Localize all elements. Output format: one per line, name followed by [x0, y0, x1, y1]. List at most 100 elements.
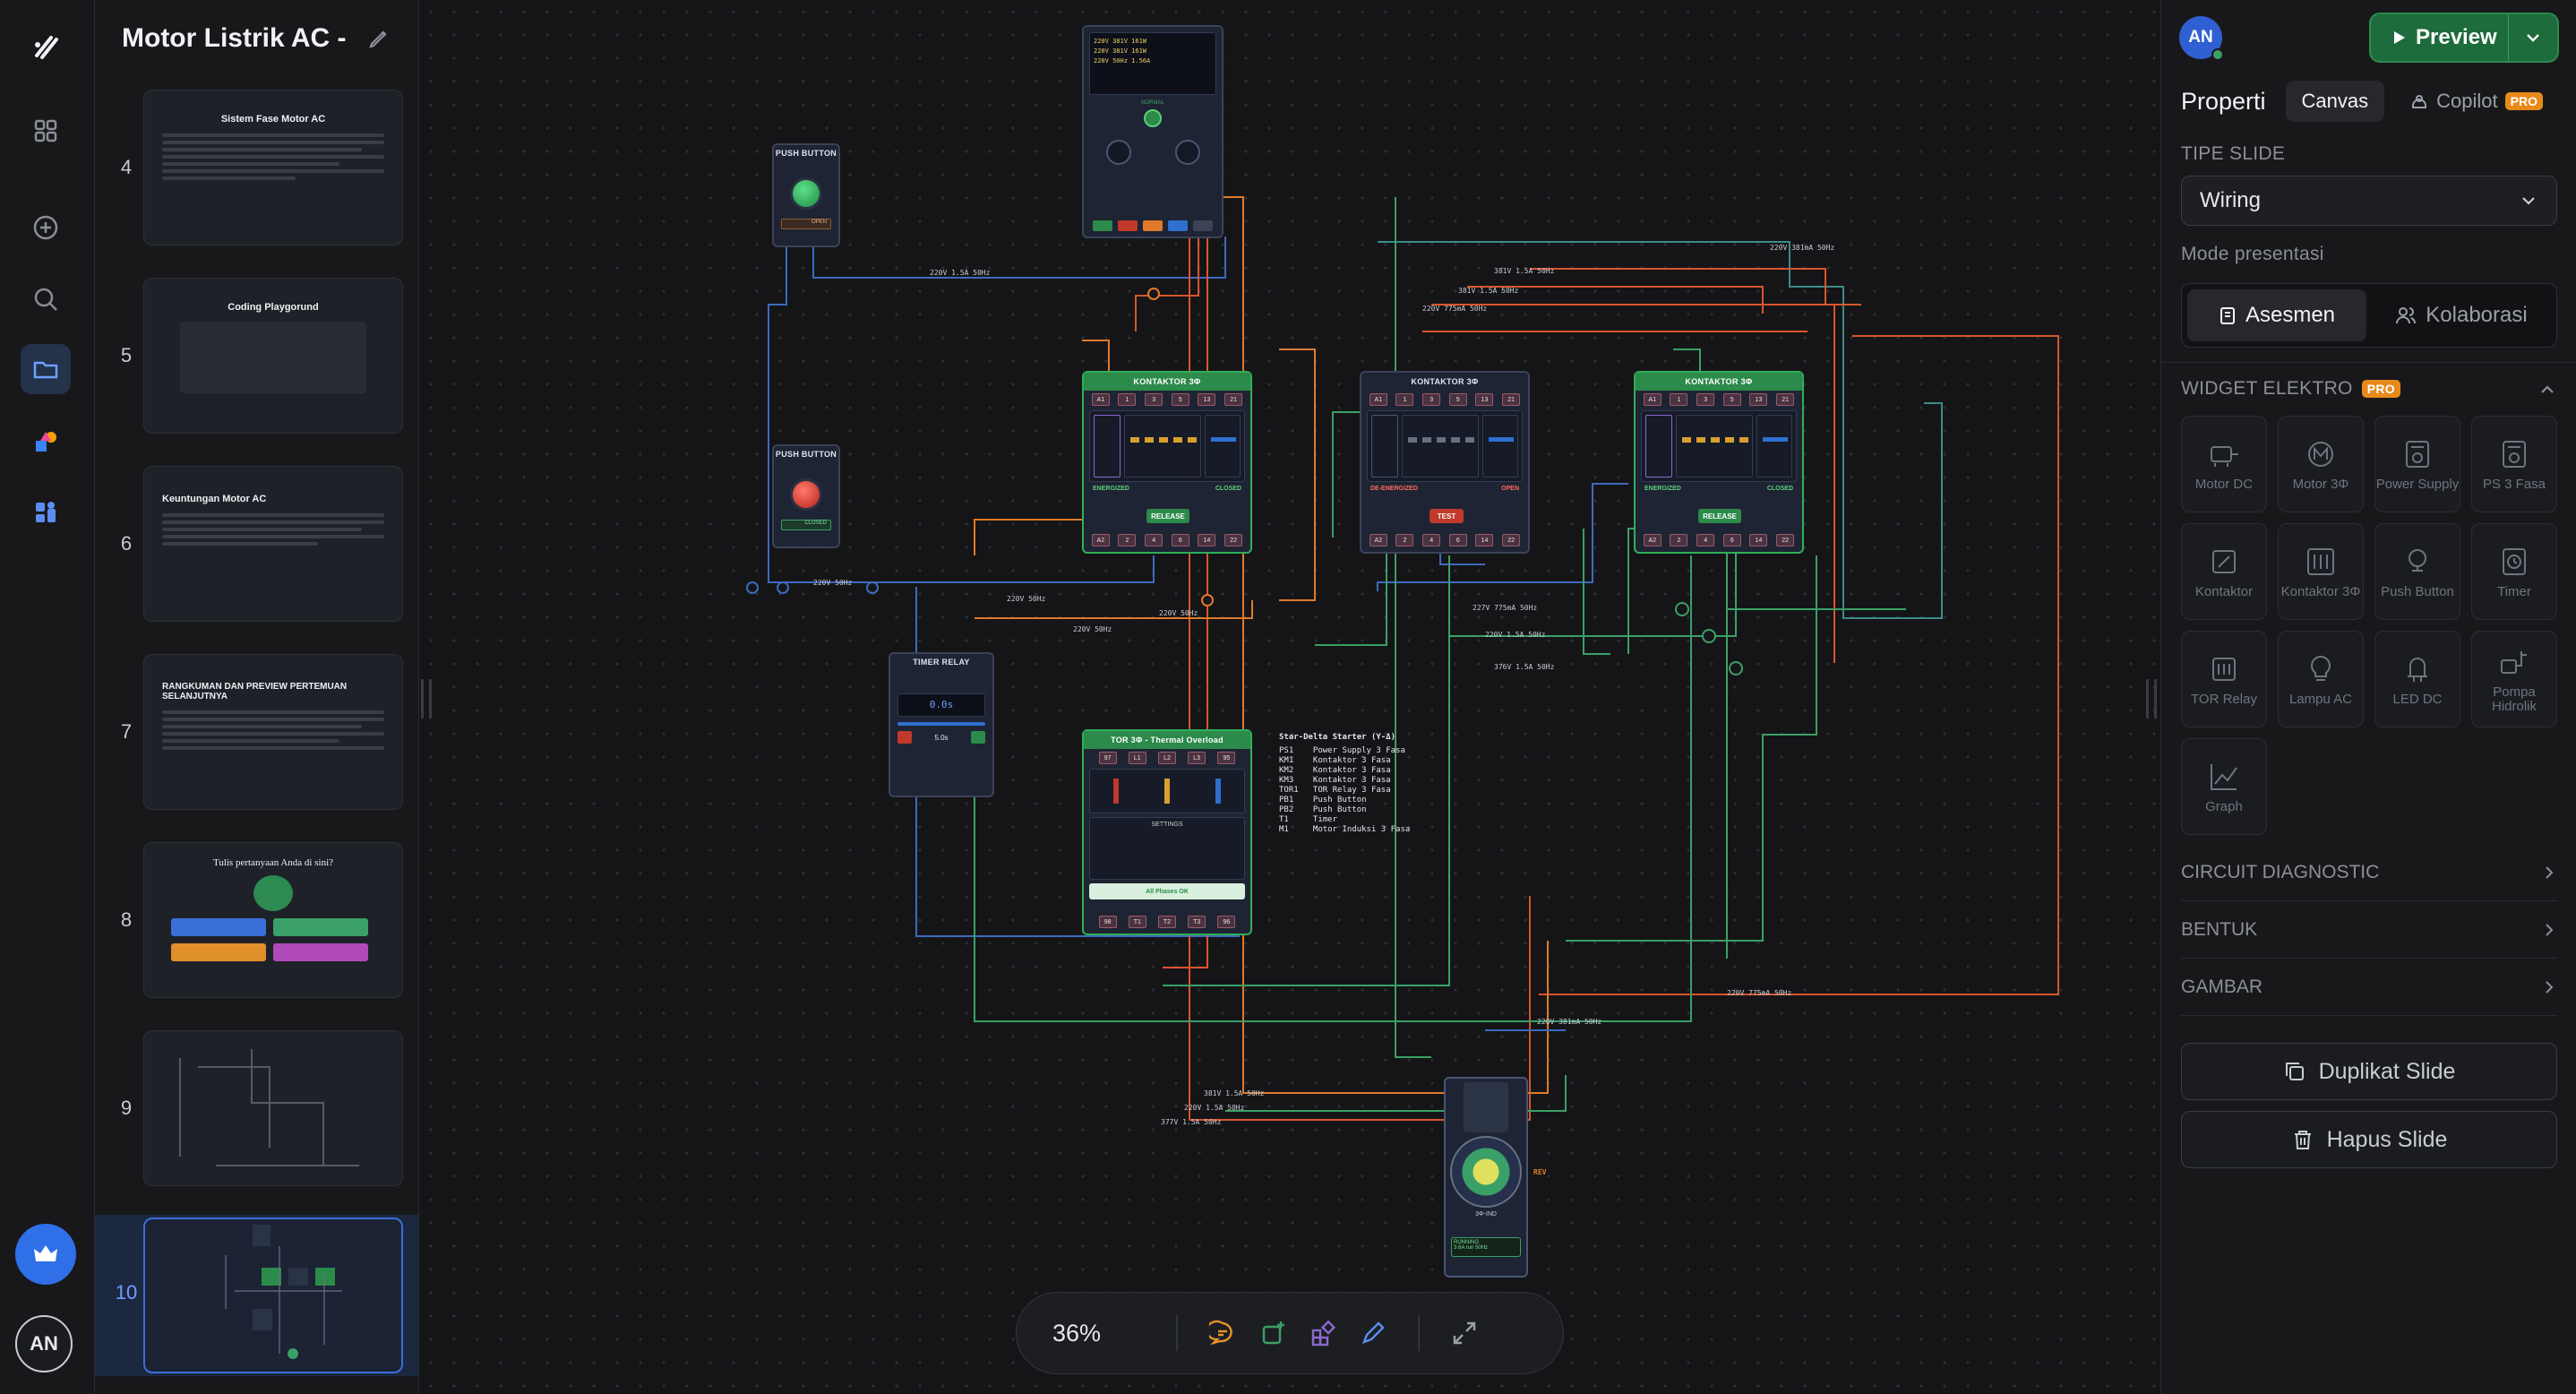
widget-motor-dc[interactable]: Motor DC [2181, 416, 2267, 512]
widget-title: PUSH BUTTON [775, 450, 837, 459]
grid-icon[interactable] [21, 106, 71, 156]
section-gambar[interactable]: GAMBAR [2181, 959, 2557, 1016]
right-panel-resize-handle[interactable] [2146, 679, 2157, 719]
preview-button[interactable]: Preview [2369, 13, 2559, 63]
tab-canvas[interactable]: Canvas [2285, 81, 2385, 122]
slide-thumb-8[interactable]: 8 Tulis pertanyaan Anda di sini? [95, 842, 418, 1000]
components-icon[interactable] [1298, 1308, 1348, 1358]
mode-collaboration[interactable]: Kolaborasi [2372, 289, 2551, 341]
slide-number: 5 [120, 344, 133, 366]
lamp-ac-icon [2311, 655, 2331, 681]
widget-title: PUSH BUTTON [775, 149, 837, 158]
zoom-level[interactable]: 36% [1052, 1319, 1102, 1347]
timer-increase-button[interactable] [971, 731, 985, 744]
widget-title: KONTAKTOR 3Φ [1084, 373, 1250, 391]
section-circuit-diagnostic[interactable]: CIRCUIT DIAGNOSTIC [2181, 844, 2557, 901]
delete-slide-button[interactable]: Hapus Slide [2181, 1111, 2557, 1168]
voltage-knob-icon[interactable] [1105, 140, 1131, 165]
push-button-2-widget[interactable]: PUSH BUTTON CLOSED [772, 444, 840, 548]
tor-status: All Phases OK [1089, 883, 1245, 899]
mode-label: Mode presentasi [2181, 244, 2324, 264]
tor-settings: SETTINGS [1089, 817, 1245, 880]
timer-icon [2503, 548, 2526, 575]
slide-preview: RANGKUMAN DAN PREVIEW PERTEMUAN SELANJUT… [143, 654, 403, 810]
widgets-icon[interactable] [21, 487, 71, 538]
add-circle-icon[interactable] [21, 202, 71, 253]
crown-icon[interactable] [15, 1224, 76, 1285]
contactor-test-button[interactable]: TEST [1430, 509, 1464, 523]
power-supply-widget[interactable]: 220V 381V 161W 220V 381V 161W 220V 50Hz … [1082, 25, 1224, 238]
widget-lamp-ac[interactable]: Lampu AC [2278, 631, 2364, 727]
slide-thumb-7[interactable]: 7 RANGKUMAN DAN PREVIEW PERTEMUAN SELANJ… [95, 654, 418, 812]
wire-label: 381V 1.5A 50Hz [1458, 287, 1519, 295]
app-logo-icon[interactable] [21, 22, 71, 72]
widget-timer[interactable]: Timer [2471, 523, 2557, 620]
legend-item: KM1 Kontaktor 3 Fasa [1279, 756, 1391, 765]
pen-icon[interactable] [1348, 1308, 1398, 1358]
slide-thumb-4[interactable]: 4 Sistem Fase Motor AC [95, 90, 418, 247]
mode-assessment[interactable]: Asesmen [2187, 289, 2366, 341]
power-switch-icon[interactable] [1144, 109, 1162, 127]
slide-thumb-5[interactable]: 5 Coding Playgorund [95, 278, 418, 435]
slide-thumb-9[interactable]: 9 [95, 1030, 418, 1188]
folder-icon[interactable] [21, 344, 71, 394]
preview-options-chevron-icon[interactable] [2509, 29, 2557, 47]
push-button-state: OPEN [781, 219, 831, 229]
add-frame-icon[interactable] [1248, 1308, 1298, 1358]
left-panel-resize-handle[interactable] [421, 679, 432, 719]
copy-icon [2285, 1063, 2304, 1080]
contactor-status: DE-ENERGIZED [1370, 486, 1418, 492]
slide-preview-title: Tulis pertanyaan Anda di sini? [212, 857, 334, 868]
section-bentuk[interactable]: BENTUK [2181, 901, 2557, 959]
push-button-1-widget[interactable]: PUSH BUTTON OPEN [772, 143, 840, 247]
widget-section-header[interactable]: WIDGET ELEKTRO PRO [2181, 378, 2400, 400]
slide-thumb-10[interactable]: 10 [95, 1215, 418, 1376]
widget-contactor-3phase[interactable]: Kontaktor 3Φ [2278, 523, 2364, 620]
duplicate-slide-button[interactable]: Duplikat Slide [2181, 1043, 2557, 1100]
contactor-release-button[interactable]: RELEASE [1698, 509, 1741, 523]
slide-preview [143, 1218, 403, 1373]
search-icon[interactable] [21, 274, 71, 324]
widget-push-button[interactable]: Push Button [2374, 523, 2460, 620]
collapse-chevron-icon[interactable] [2537, 380, 2557, 400]
red-push-button-icon[interactable] [790, 478, 822, 511]
green-push-button-icon[interactable] [790, 177, 822, 210]
widget-hydraulic-pump[interactable]: Pompa Hidrolik [2471, 631, 2557, 727]
slide-type-select[interactable]: Wiring [2181, 176, 2557, 226]
power-supply-display: 220V 381V 161W 220V 381V 161W 220V 50Hz … [1089, 32, 1216, 95]
edit-pencil-icon[interactable] [366, 26, 391, 51]
icon-rail: AN [0, 0, 95, 1394]
slide-preview: Keuntungan Motor AC [143, 466, 403, 622]
contactor-release-button[interactable]: RELEASE [1146, 509, 1189, 523]
widget-led-dc[interactable]: LED DC [2374, 631, 2460, 727]
chevron-down-icon [2522, 197, 2535, 205]
slide-number: 9 [120, 1097, 133, 1119]
widget-motor-3phase[interactable]: Motor 3Φ [2278, 416, 2364, 512]
widget-tor-relay[interactable]: TOR Relay [2181, 631, 2267, 727]
widget-ps-3phase[interactable]: PS 3 Fasa [2471, 416, 2557, 512]
expand-icon[interactable] [1439, 1308, 1490, 1358]
frequency-knob-icon[interactable] [1174, 140, 1200, 165]
comment-icon[interactable] [1198, 1308, 1248, 1358]
shapes-icon[interactable] [21, 417, 71, 468]
presentation-title[interactable]: Motor Listrik AC - [122, 23, 347, 53]
widget-power-supply[interactable]: Power Supply [2374, 416, 2460, 512]
slide-preview-title: RANGKUMAN DAN PREVIEW PERTEMUAN SELANJUT… [162, 682, 348, 701]
timer-decrease-button[interactable] [897, 731, 912, 744]
contactor-icon [2212, 550, 2236, 573]
timer-relay-widget[interactable]: TIMER RELAY 0.0s 5.0s [889, 652, 994, 797]
wiring-canvas[interactable]: 220V 381V 161W 220V 381V 161W 220V 50Hz … [419, 0, 2160, 1394]
user-avatar[interactable]: AN [15, 1315, 73, 1372]
widget-graph[interactable]: Graph [2181, 738, 2267, 835]
slide-thumb-6[interactable]: 6 Keuntungan Motor AC [95, 466, 418, 624]
widget-title: TOR 3Φ - Thermal Overload [1084, 731, 1250, 749]
legend-item: T1 Timer [1279, 815, 1338, 824]
tab-copilot[interactable]: Copilot PRO [2393, 81, 2559, 122]
canvas-toolbar: 36% [1016, 1292, 1564, 1374]
widget-contactor[interactable]: Kontaktor [2181, 523, 2267, 620]
